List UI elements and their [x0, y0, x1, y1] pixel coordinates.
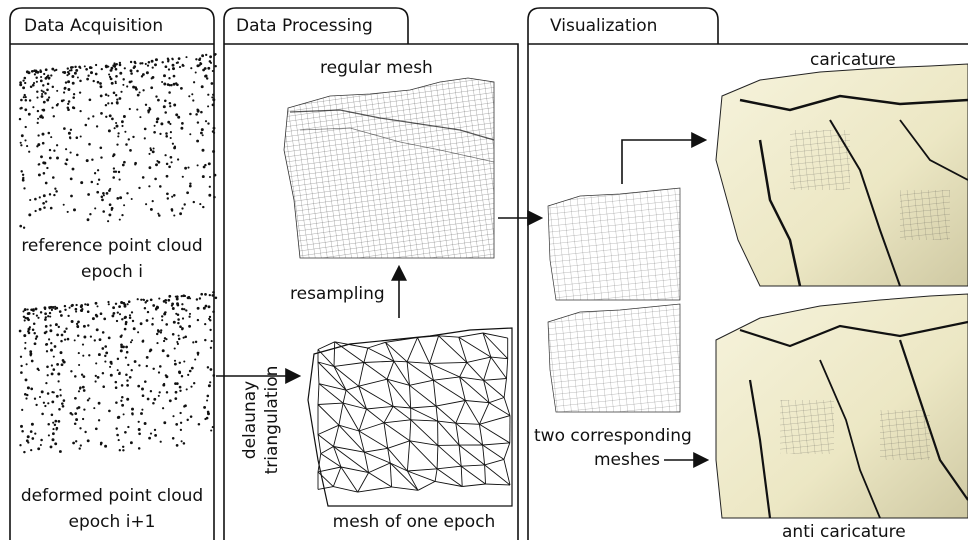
triangulation-label-line1: delaunay: [240, 380, 260, 460]
regular-mesh-image: [283, 77, 495, 259]
reference-point-cloud: [18, 53, 217, 229]
anti-caricature-surface-image: [715, 293, 968, 519]
processing-panel-title: Data Processing: [236, 16, 373, 36]
triangulation-label-line2: triangulation: [262, 365, 282, 475]
corresponding-mesh-top: [547, 187, 681, 301]
visualization-panel-title: Visualization: [550, 16, 658, 36]
triangulated-mesh-image: [307, 327, 513, 507]
deformed-caption-line2: epoch i+1: [68, 512, 156, 532]
resampling-label: resampling: [290, 284, 385, 304]
regular-mesh-label: regular mesh: [320, 58, 433, 78]
anti-caricature-label: anti caricature: [782, 522, 906, 542]
visualization-panel-frame: [527, 7, 968, 540]
corresponding-meshes-line2: meshes: [594, 450, 660, 470]
deformed-point-cloud: [18, 291, 218, 454]
acquisition-panel-title: Data Acquisition: [24, 16, 164, 36]
deformed-caption-line1: deformed point cloud: [20, 486, 204, 506]
caricature-surface-image: [715, 63, 968, 287]
processing-panel-frame: [223, 7, 519, 540]
arrow-to-caricature: [621, 132, 708, 184]
caricature-label: caricature: [810, 50, 896, 70]
corresponding-meshes-line1: two corresponding: [534, 426, 692, 446]
reference-caption-line2: epoch i: [81, 262, 143, 282]
mesh-epoch-label: mesh of one epoch: [332, 512, 496, 532]
corresponding-mesh-bottom: [547, 303, 681, 413]
reference-caption-line1: reference point cloud: [21, 236, 203, 256]
